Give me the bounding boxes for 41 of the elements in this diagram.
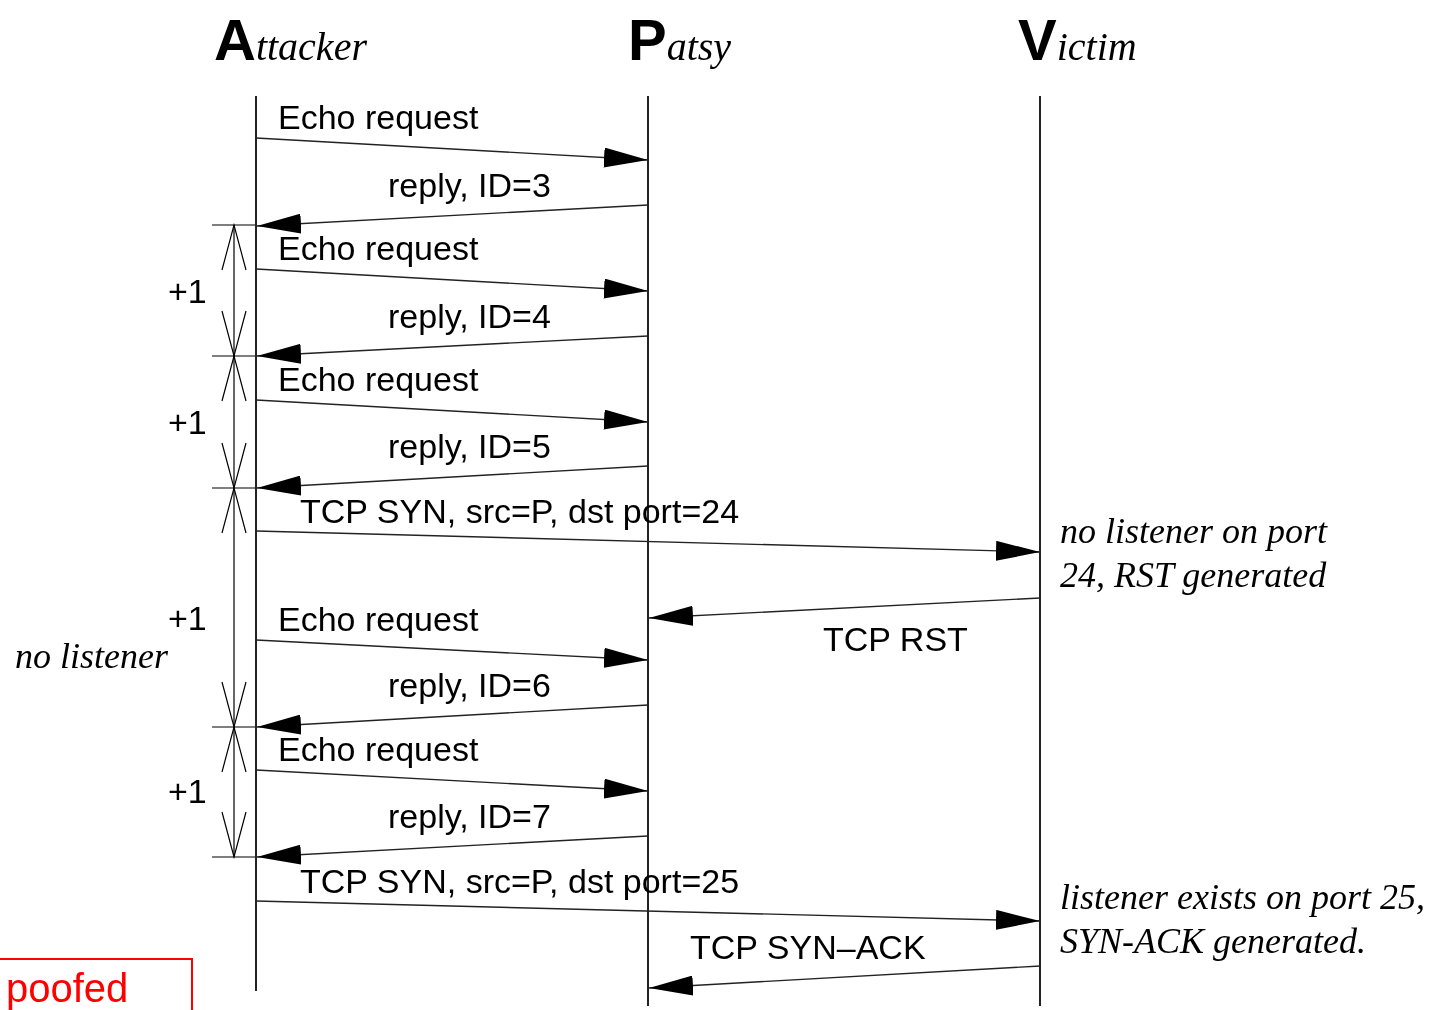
message-arrow xyxy=(255,530,1041,561)
message-arrow xyxy=(256,704,649,735)
annotation-text: no listener xyxy=(15,635,168,678)
note-box xyxy=(0,958,193,1010)
message-arrow xyxy=(256,204,649,234)
edge-label: Echo request xyxy=(278,362,479,396)
lifeline-heading: Victim xyxy=(1018,6,1137,73)
message-arrow xyxy=(256,465,649,496)
message-arrow xyxy=(648,965,1041,996)
increment-label: +1 xyxy=(168,405,207,439)
message-arrow xyxy=(255,399,649,430)
annotation-text: listener exists on port 25, SYN-ACK generated. xyxy=(1060,876,1426,963)
edge-label: reply, ID=3 xyxy=(388,168,551,202)
message-arrow xyxy=(255,639,649,668)
lifeline-heading: Attacker xyxy=(214,6,367,73)
increment-label: +1 xyxy=(168,274,207,308)
message-arrow xyxy=(256,835,649,865)
edge-label: Echo request xyxy=(278,602,479,636)
edge-label: reply, ID=5 xyxy=(388,429,551,463)
note-text: poofed xyxy=(6,968,129,1008)
lifeline xyxy=(647,96,649,1006)
message-arrow xyxy=(255,268,649,299)
edge-label: TCP RST xyxy=(823,622,968,656)
annotation-text: no listener on port 24, RST generated xyxy=(1060,510,1329,597)
edge-label: TCP SYN–ACK xyxy=(690,930,926,964)
message-arrow xyxy=(255,769,649,799)
edge-label: reply, ID=4 xyxy=(388,299,551,333)
increment-label: +1 xyxy=(168,774,207,808)
message-arrow xyxy=(256,335,649,364)
lifeline xyxy=(1039,96,1041,1006)
message-arrow xyxy=(648,597,1041,626)
lifeline xyxy=(255,96,257,991)
edge-label: Echo request xyxy=(278,100,479,134)
increment-label: +1 xyxy=(168,601,207,635)
edge-label: reply, ID=7 xyxy=(388,799,551,833)
lifeline-heading: Patsy xyxy=(628,6,732,73)
message-arrow xyxy=(255,137,649,168)
edge-label: Echo request xyxy=(278,732,479,766)
message-arrow xyxy=(255,900,1041,930)
edge-label: reply, ID=6 xyxy=(388,668,551,702)
edge-label: Echo request xyxy=(278,231,479,265)
